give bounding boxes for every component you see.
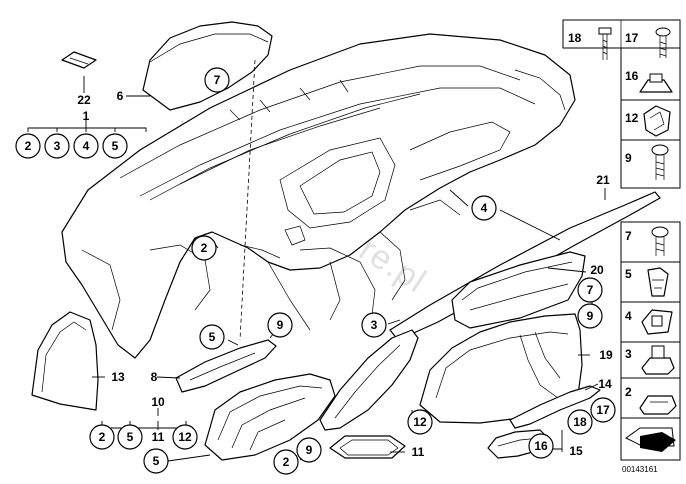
callout-label: 3 <box>54 139 61 153</box>
callout-5-mid: 5 <box>199 324 225 350</box>
callout-label: 7 <box>214 73 221 87</box>
callout-label: 9 <box>306 443 313 457</box>
callout-label: 2 <box>283 455 290 469</box>
callout-16-bottom: 16 <box>528 433 554 459</box>
callout-label: 9 <box>277 318 284 332</box>
label-22: 22 <box>77 93 91 107</box>
label-20: 20 <box>590 263 604 277</box>
screw-icon-2 <box>651 144 669 180</box>
callout-label: 2 <box>25 139 32 153</box>
label-15: 15 <box>569 444 583 458</box>
callout-9-right: 9 <box>577 303 603 329</box>
panel-label-4: 4 <box>625 309 632 323</box>
panel-label-17: 17 <box>625 31 639 45</box>
callout-5-lower: 5 <box>143 448 169 474</box>
callout-2-center: 2 <box>191 235 217 261</box>
callout-3-center: 3 <box>361 312 387 338</box>
fastener-panel-top: 18 17 16 12 9 <box>562 19 681 189</box>
panel-label-3: 3 <box>625 347 632 361</box>
clip-nut-icon <box>639 73 673 93</box>
label-11-mat: 11 <box>412 445 425 459</box>
callout-5-left-row: 5 <box>102 133 128 159</box>
speed-nut-icon <box>639 395 677 415</box>
panel-label-2: 2 <box>625 385 632 399</box>
label-13: 13 <box>111 370 125 384</box>
panel-label-7: 7 <box>625 229 632 243</box>
callout-5-group10: 5 <box>117 424 143 450</box>
fastener-panel-bottom: 7 5 4 3 2 <box>620 221 681 461</box>
callout-label: 9 <box>587 309 594 323</box>
callout-7-right: 7 <box>577 277 603 303</box>
dashboard-panel <box>61 33 576 359</box>
callout-label: 12 <box>178 430 192 444</box>
glovebox-bracket-part-19 <box>419 313 583 424</box>
callout-7-top: 7 <box>204 67 230 93</box>
square-nut-icon <box>641 309 673 335</box>
spring-clip-icon <box>643 105 671 137</box>
label-19: 19 <box>599 348 613 362</box>
lower-trim-part-12 <box>319 329 419 431</box>
panel-label-5: 5 <box>625 267 632 281</box>
callout-label: 4 <box>481 201 488 215</box>
callout-3-left-row: 3 <box>44 133 70 159</box>
callout-label: 5 <box>112 139 119 153</box>
expansion-nut-icon <box>641 345 675 375</box>
plastic-clip-icon <box>647 267 669 297</box>
callout-12-group10: 12 <box>172 424 198 450</box>
callout-label: 3 <box>371 318 378 332</box>
label-1: 1 <box>83 109 90 123</box>
callout-9-mid: 9 <box>267 312 293 338</box>
callout-label: 17 <box>596 403 610 417</box>
callout-label: 2 <box>201 241 208 255</box>
panel-label-16: 16 <box>625 69 639 83</box>
callout-label: 5 <box>127 430 134 444</box>
rail-part-14 <box>509 385 601 429</box>
bolt-icon <box>598 27 612 60</box>
callout-17-bottom: 17 <box>590 397 616 423</box>
pad-part-22 <box>61 51 97 69</box>
label-6: 6 <box>117 89 124 103</box>
label-21: 21 <box>596 173 610 187</box>
rivet-icon <box>651 226 669 256</box>
label-11-group: 11 <box>152 430 165 444</box>
callout-2-lower: 2 <box>273 449 299 475</box>
callout-label: 7 <box>587 283 594 297</box>
reference-code: 00143161 <box>622 465 658 474</box>
knee-bolster-part-8 <box>175 339 277 393</box>
panel-part-20 <box>451 251 586 329</box>
callout-4-left-row: 4 <box>73 133 99 159</box>
top-cover-part-6 <box>142 21 273 111</box>
callout-label: 16 <box>534 439 548 453</box>
callout-label: 2 <box>99 430 106 444</box>
label-8: 8 <box>151 370 158 384</box>
callout-label: 12 <box>413 415 427 429</box>
callout-label: 18 <box>573 415 587 429</box>
callout-12-bottom: 12 <box>407 409 433 435</box>
label-14: 14 <box>598 377 612 391</box>
panel-label-18: 18 <box>568 31 582 45</box>
callout-label: 4 <box>83 139 90 153</box>
callout-2-group10: 2 <box>89 424 115 450</box>
callout-18-bottom: 18 <box>567 409 593 435</box>
callout-label: 5 <box>209 330 216 344</box>
callout-2-left-row: 2 <box>15 133 41 159</box>
side-trim-part-13 <box>31 311 99 411</box>
screw-icon <box>655 27 671 58</box>
label-10: 10 <box>151 395 165 409</box>
glovebox-door-part-10 <box>204 373 336 461</box>
callout-4-right: 4 <box>471 195 497 221</box>
panel-label-9: 9 <box>625 151 632 165</box>
callout-label: 5 <box>153 454 160 468</box>
mat-part-11 <box>329 435 406 459</box>
callout-9-lower: 9 <box>296 437 322 463</box>
panel-label-12: 12 <box>625 111 639 125</box>
arrow-icon <box>625 427 676 452</box>
